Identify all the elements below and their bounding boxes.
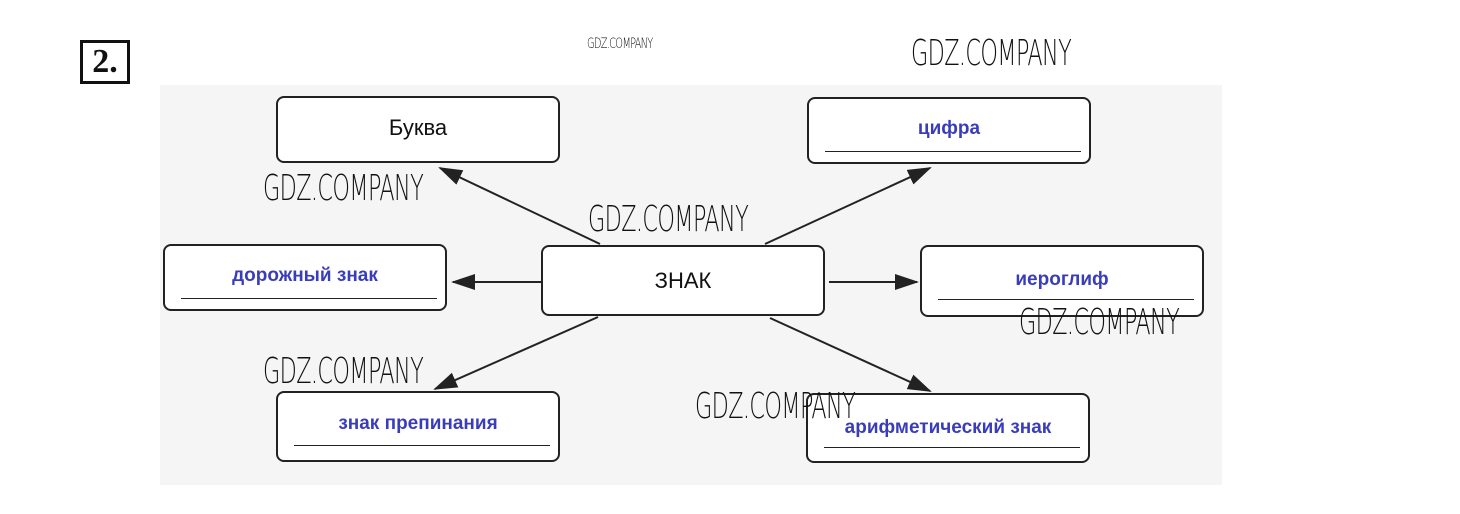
answer-line — [181, 298, 437, 299]
arrow-to-tsifra — [764, 167, 932, 245]
answer-line — [824, 447, 1080, 448]
box-bottom-left: знак препинания — [276, 391, 560, 462]
answer-text: дорожный знак — [232, 265, 378, 286]
watermark: GDZ.COMPANY — [588, 199, 749, 240]
answer-line — [938, 299, 1194, 300]
center-label: ЗНАК — [654, 268, 712, 293]
answer-line — [294, 445, 550, 446]
box-bukva: Буква — [276, 96, 560, 163]
arrow-to-bottom-right — [769, 317, 932, 392]
given-label: Буква — [388, 115, 448, 140]
answer-text: знак препинания — [338, 413, 498, 434]
watermark: GDZ.COMPANY — [263, 351, 424, 392]
watermark: GDZ.COMPANY — [263, 168, 424, 209]
answer-text: цифра — [917, 118, 981, 139]
answer-text: иероглиф — [1015, 269, 1109, 290]
answer-text: арифметический знак — [844, 417, 1052, 438]
task-number: 2. — [80, 40, 130, 84]
watermark: GDZ.COMPANY — [587, 36, 653, 52]
watermark: GDZ.COMPANY — [1019, 302, 1180, 343]
arrow-to-bukva — [438, 167, 601, 245]
box-top-right: цифра — [807, 97, 1091, 164]
arrow-to-bottom-left — [433, 316, 599, 390]
box-left: дорожный знак — [163, 244, 447, 311]
box-bottom-right: арифметический знак — [806, 393, 1090, 463]
watermark: GDZ.COMPANY — [695, 386, 856, 427]
box-right: иероглиф — [920, 245, 1204, 317]
watermark: GDZ.COMPANY — [911, 33, 1072, 74]
answer-line — [825, 151, 1081, 152]
box-center: ЗНАК — [541, 245, 825, 316]
